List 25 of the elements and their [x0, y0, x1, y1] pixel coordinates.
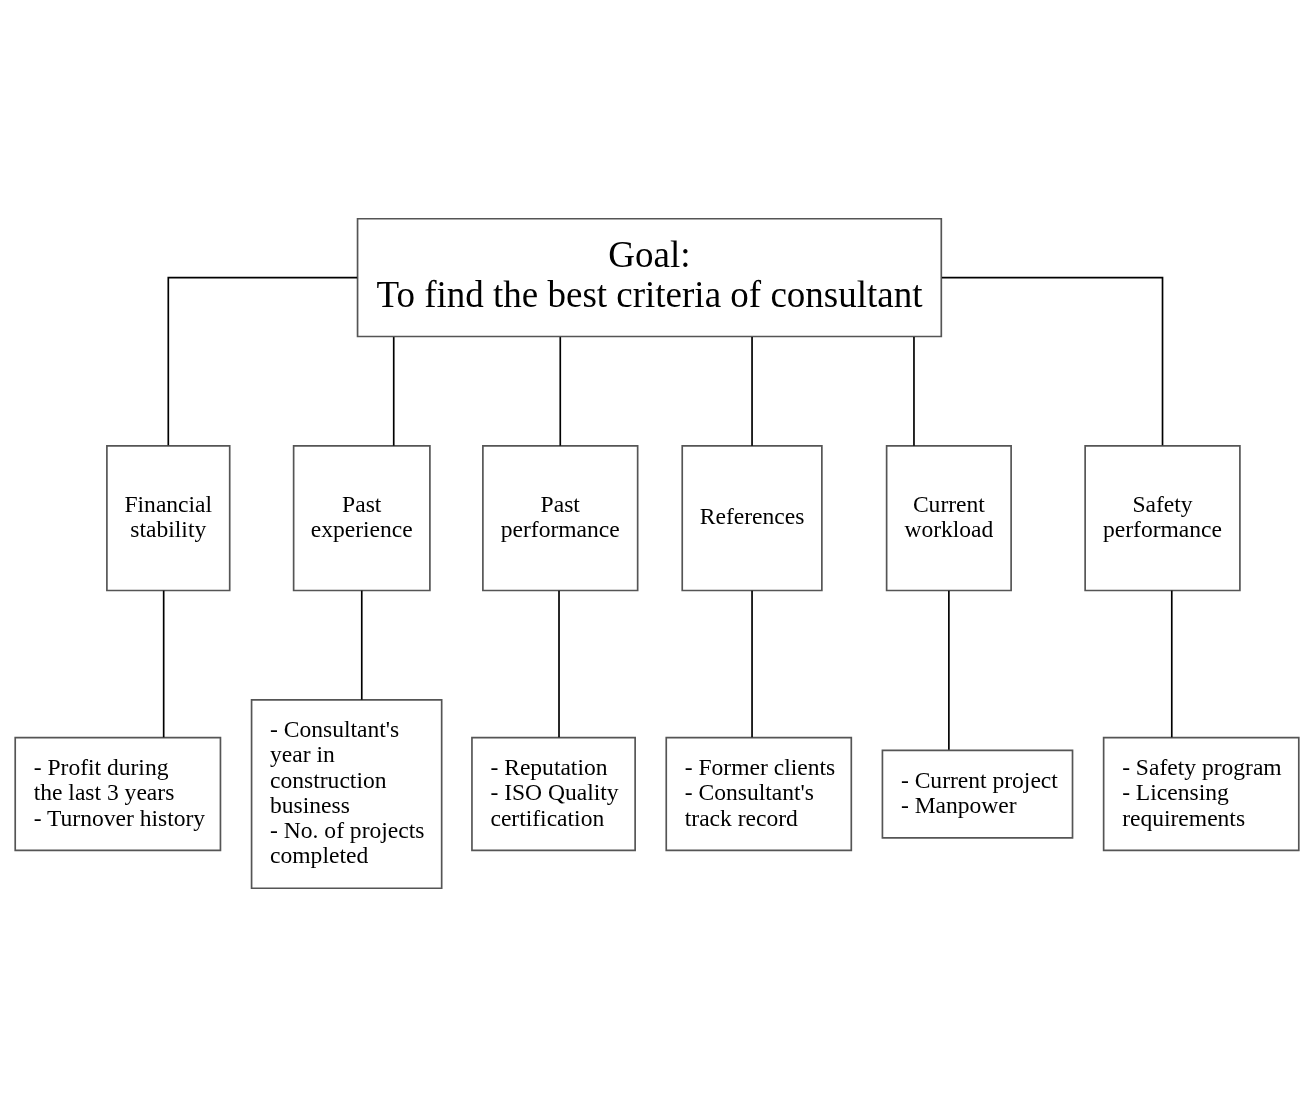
node-box: - Consultant's year in construction business - No. of projects completed — [250, 698, 443, 889]
connector — [913, 335, 915, 446]
node-box: Safety performance — [1084, 444, 1241, 591]
node-box: Goal: To find the best criteria of consultant — [356, 217, 943, 337]
connector — [558, 589, 560, 738]
node-box: Current workload — [885, 444, 1012, 591]
node-box: - Profit during the last 3 years - Turnover history — [14, 736, 222, 851]
node-box: - Reputation - ISO Quality certification — [471, 736, 636, 851]
node-box: Financial stability — [106, 444, 231, 591]
node-box: - Former clients - Consultant's track record — [665, 736, 853, 851]
node-box: - Current project - Manpower — [881, 749, 1074, 839]
connector — [162, 589, 165, 738]
connector — [948, 589, 950, 750]
connector — [360, 589, 363, 701]
connector — [751, 589, 753, 738]
connector — [941, 276, 1164, 446]
node-box: References — [681, 444, 823, 591]
connector — [559, 335, 562, 446]
node-box: Past performance — [482, 444, 639, 591]
node-box: - Safety program - Licensing requirements — [1102, 736, 1300, 851]
connector — [1170, 589, 1173, 738]
connector — [751, 335, 753, 446]
connector — [167, 276, 358, 446]
connector — [392, 335, 395, 446]
node-box: Past experience — [292, 444, 431, 591]
